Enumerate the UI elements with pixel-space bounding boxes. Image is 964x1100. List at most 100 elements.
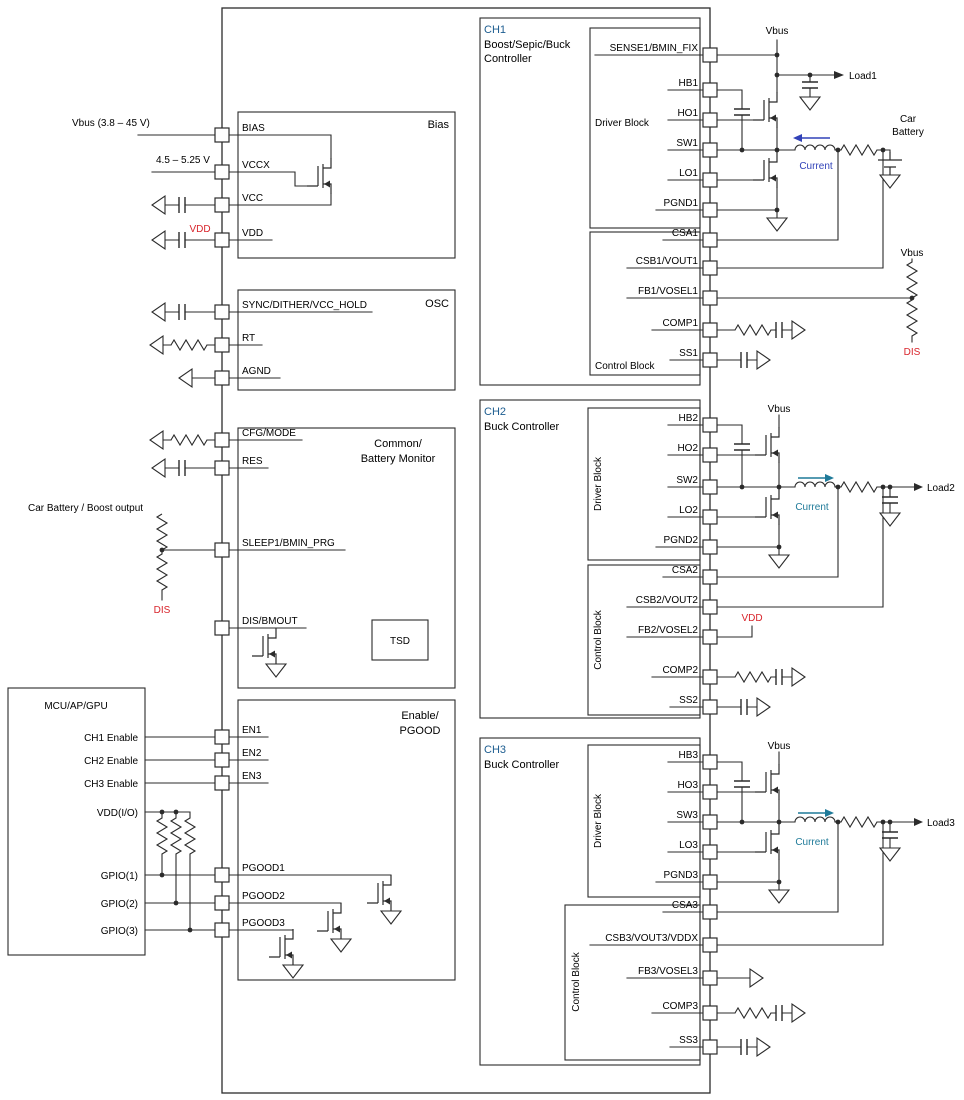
pin-label-ho3: HO3: [677, 780, 698, 791]
ch3-driver-label: Driver Block: [593, 793, 604, 848]
car-battery-boost-label: Car Battery / Boost output: [28, 503, 143, 514]
pin-bias: [214, 127, 230, 143]
pin-sw2: [702, 479, 718, 495]
mcu-title: MCU/AP/GPU: [44, 701, 107, 712]
pin-label-lo2: LO2: [679, 505, 698, 516]
pin-ss1: [702, 352, 718, 368]
junction-dot: [774, 147, 780, 153]
block-outlines: [7, 7, 711, 1094]
pin-label-sw2: SW2: [676, 475, 698, 486]
enable-pgood-block: [237, 699, 456, 981]
mcu-gpio3-label: GPIO(3): [101, 926, 138, 937]
pin-label-csb3: CSB3/VOUT3/VDDX: [605, 933, 698, 944]
ch2-vdd-label: VDD: [741, 613, 762, 624]
pin-sw3: [702, 814, 718, 830]
pin-ho1: [702, 112, 718, 128]
junction-dot: [909, 295, 915, 301]
pin-pgnd1: [702, 202, 718, 218]
pin-lo1: [702, 172, 718, 188]
junction-dot: [835, 819, 841, 825]
ch1-current-label: Current: [799, 161, 833, 172]
pin-label-csb2: CSB2/VOUT2: [636, 595, 699, 606]
tsd-label: TSD: [390, 636, 410, 647]
load1-label: Load1: [849, 71, 877, 82]
junction-dot: [776, 544, 782, 550]
labels: Bias BIAS VCCX VCC VDD OSC SYNC/DITHER/V…: [28, 24, 955, 1046]
ch3-external-wires: [716, 751, 915, 1048]
pin-hb2: [702, 417, 718, 433]
pin-vdd: [214, 232, 230, 248]
ic-internal-wires: [228, 134, 392, 931]
junction-dot: [159, 547, 165, 553]
right-pin-stub-wires: [589, 54, 704, 1048]
ch2-vbus-label: Vbus: [768, 404, 791, 415]
pin-fb3: [702, 970, 718, 986]
pin-vccx: [214, 164, 230, 180]
current-arrows: [793, 134, 834, 817]
ch1-current-arrow-icon: [793, 134, 802, 142]
mcu-gpio2-label: GPIO(2): [101, 899, 138, 910]
pin-en1: [214, 729, 230, 745]
ch3-block: [479, 737, 701, 1066]
junction-dot: [776, 819, 782, 825]
bias-title: Bias: [428, 119, 450, 131]
junction-dot: [835, 484, 841, 490]
ch1-driver-block: [589, 27, 701, 229]
junction-dot: [739, 147, 745, 153]
junction-dot: [159, 872, 165, 878]
pin-label-pgood1: PGOOD1: [242, 863, 285, 874]
pin-label-sync: SYNC/DITHER/VCC_HOLD: [242, 300, 367, 311]
ch1-desc-line1: Boost/Sepic/Buck: [484, 39, 571, 51]
mcu-ch1-enable-label: CH1 Enable: [84, 733, 138, 744]
vdd-left-label: VDD: [189, 224, 210, 235]
load2-arrow-icon: [914, 483, 923, 491]
pin-agnd: [214, 370, 230, 386]
pin-sync: [214, 304, 230, 320]
common-title-line2: Battery Monitor: [361, 453, 436, 465]
bias-block: [237, 111, 456, 259]
mcu-gpio1-label: GPIO(1): [101, 871, 138, 882]
pin-label-ss1: SS1: [679, 348, 698, 359]
ch1-desc-line2: Controller: [484, 53, 532, 65]
junction-dot: [776, 484, 782, 490]
pin-hb1: [702, 82, 718, 98]
pin-pgood3: [214, 922, 230, 938]
pin-fb1: [702, 290, 718, 306]
pin-lo2: [702, 509, 718, 525]
ch3-driver-block: [587, 744, 701, 898]
ch2-driver-block: [587, 407, 701, 561]
tsd-block: [371, 619, 429, 661]
pin-csb3: [702, 937, 718, 953]
pin-label-csa1: CSA1: [672, 228, 699, 239]
junction-dot: [173, 809, 179, 815]
pin-pgnd3: [702, 874, 718, 890]
ch1-control-block: [589, 231, 701, 376]
pin-sw1: [702, 142, 718, 158]
junction-dot: [887, 819, 893, 825]
junction-dot: [774, 72, 780, 78]
load3-label: Load3: [927, 818, 955, 829]
left-external-wires: [137, 134, 216, 931]
ch3-name: CH3: [484, 744, 506, 756]
pin-csb1: [702, 260, 718, 276]
pin-rt: [214, 337, 230, 353]
mcu-vdd-io-label: VDD(I/O): [97, 808, 138, 819]
ch3-control-block: [564, 904, 701, 1061]
pin-ho3: [702, 784, 718, 800]
pin-res: [214, 460, 230, 476]
dis-left-label: DIS: [154, 605, 171, 616]
pin-label-vccx: VCCX: [242, 160, 270, 171]
ch3-desc: Buck Controller: [484, 759, 560, 771]
ch1-control-label: Control Block: [595, 361, 655, 372]
mcu-ch3-enable-label: CH3 Enable: [84, 779, 138, 790]
enable-title-line1: Enable/: [401, 710, 439, 722]
vcc-range-label: 4.5 – 5.25 V: [156, 155, 210, 166]
junction-dot: [159, 809, 165, 815]
pin-label-hb1: HB1: [679, 78, 699, 89]
ch2-external-wires: [716, 414, 915, 708]
pin-label-ho1: HO1: [677, 108, 698, 119]
pin-label-hb2: HB2: [679, 413, 699, 424]
pin-label-hb3: HB3: [679, 750, 699, 761]
junction-dot: [835, 147, 841, 153]
pin-csa1: [702, 232, 718, 248]
